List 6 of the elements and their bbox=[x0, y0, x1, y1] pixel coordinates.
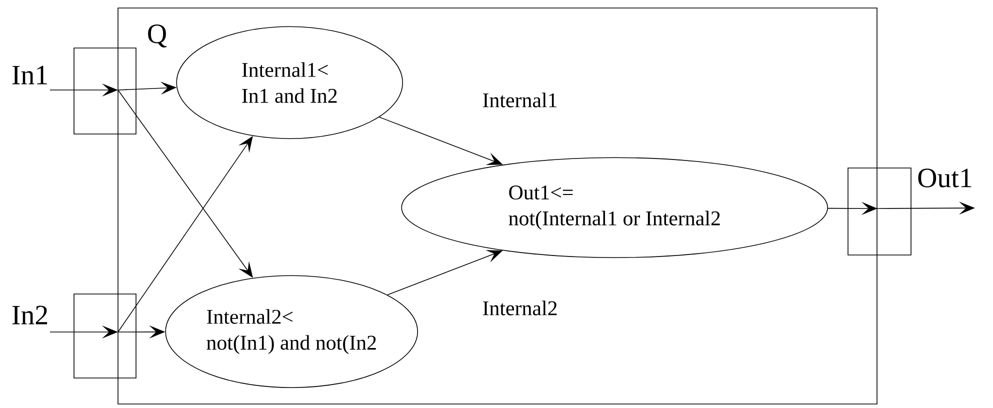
node-label: In2 bbox=[12, 306, 48, 324]
port-box: Out1 bbox=[848, 168, 972, 256]
node-label: Out1 bbox=[918, 168, 972, 188]
node-label: In1 bbox=[12, 66, 47, 84]
edge-label: Internal1 bbox=[481, 92, 559, 108]
edge-label: Internal2 bbox=[481, 300, 559, 316]
